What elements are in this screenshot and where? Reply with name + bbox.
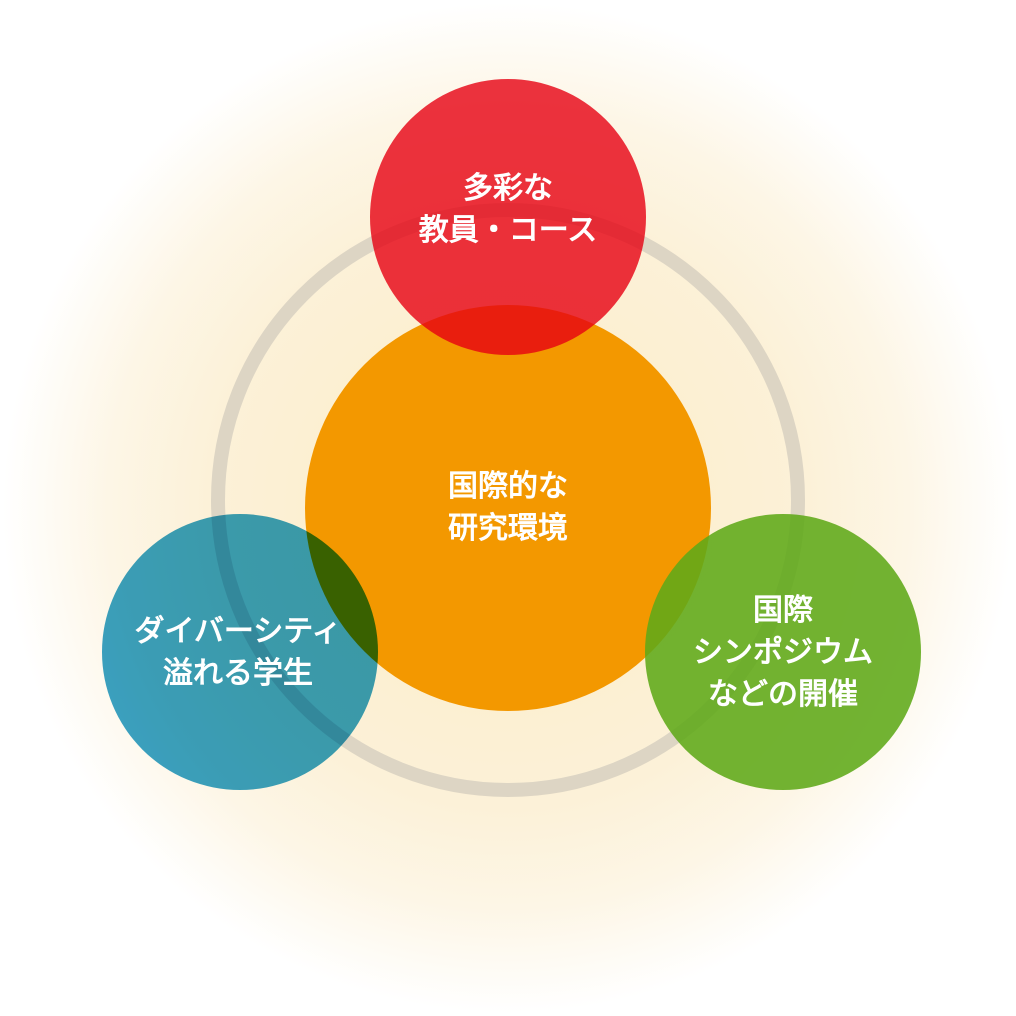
center-label-line: 研究環境 [448, 511, 568, 546]
center-label: 国際的な 研究環境 [448, 466, 568, 550]
top-label: 多彩な 教員・コース [419, 168, 598, 252]
center-label-line: 国際的な [448, 469, 568, 504]
top-label-line: 多彩な [463, 171, 553, 206]
top-circle [370, 79, 646, 355]
right-label-line: などの開催 [708, 677, 858, 712]
right-label-line: 国際 [753, 593, 813, 628]
left-label: ダイバーシティ 溢れる学生 [135, 611, 342, 695]
right-circle [645, 514, 921, 790]
left-label-line: 溢れる学生 [163, 656, 313, 691]
top-label-line: 教員・コース [418, 213, 598, 248]
right-label-line: シンポジウム [693, 635, 873, 670]
left-circle [102, 514, 378, 790]
right-label: 国際 シンポジウム などの開催 [693, 590, 873, 716]
left-label-line: ダイバーシティ [134, 614, 342, 649]
center-circle [305, 305, 711, 711]
